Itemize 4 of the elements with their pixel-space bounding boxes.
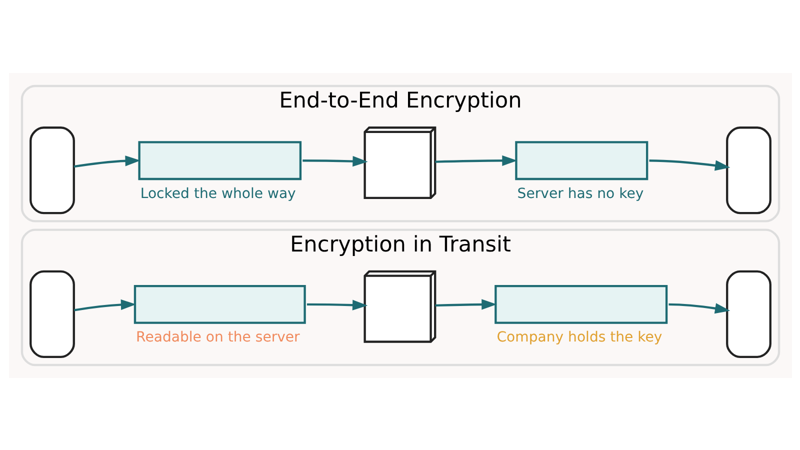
node-label: Server has no key bbox=[516, 185, 644, 202]
node-label: Readable on the server bbox=[136, 329, 300, 346]
node-label: Locked the whole way bbox=[140, 185, 296, 202]
node-label: Company holds the key bbox=[496, 329, 662, 346]
